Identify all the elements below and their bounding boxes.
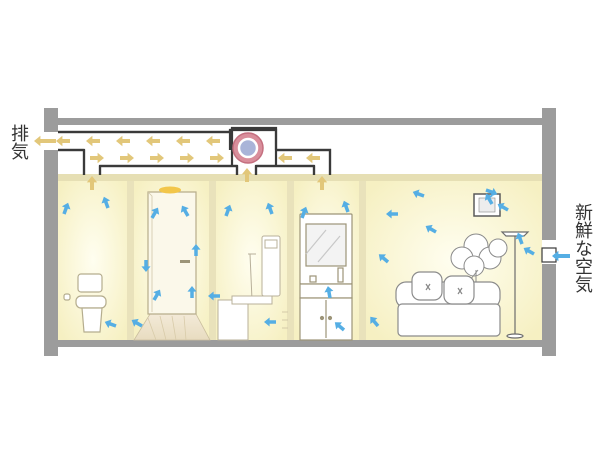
supply-arrow bbox=[265, 202, 275, 215]
water-heater-icon bbox=[217, 235, 288, 341]
supply-arrow bbox=[341, 200, 351, 213]
supply-arrow bbox=[131, 318, 143, 328]
supply-arrow bbox=[223, 204, 233, 217]
supply-arrow bbox=[191, 244, 201, 256]
plant-icon bbox=[450, 233, 508, 292]
ceiling-beam bbox=[58, 174, 542, 181]
exhaust-arrow bbox=[86, 176, 98, 190]
supply-arrow bbox=[324, 286, 334, 299]
exhaust-arrow bbox=[210, 152, 224, 164]
supply-arrow bbox=[523, 246, 535, 256]
supply-arrow bbox=[264, 317, 276, 327]
exhaust-arrow bbox=[176, 135, 190, 147]
exhaust-arrow bbox=[120, 152, 134, 164]
floor-lamp-icon bbox=[500, 231, 530, 339]
supply-arrow bbox=[484, 193, 494, 205]
supply-arrow bbox=[370, 316, 380, 328]
exhaust-arrow bbox=[146, 135, 160, 147]
exhaust-arrow bbox=[86, 135, 100, 147]
duct-system bbox=[58, 128, 332, 175]
exhaust-label: 排気 bbox=[8, 124, 29, 160]
exhaust-arrow bbox=[306, 152, 320, 164]
fresh-air-label: 新鮮な空気 bbox=[572, 203, 593, 293]
sofa-icon bbox=[395, 271, 501, 337]
exhaust-arrow bbox=[241, 168, 253, 182]
supply-arrow bbox=[334, 322, 346, 332]
supply-arrow bbox=[61, 202, 71, 215]
supply-arrow bbox=[378, 254, 390, 264]
supply-arrow bbox=[150, 207, 160, 219]
supply-arrow bbox=[485, 187, 498, 197]
supply-arrow bbox=[101, 196, 111, 209]
floor-slab bbox=[44, 340, 554, 347]
vanity-icon bbox=[299, 213, 353, 341]
exhaust-arrows bbox=[34, 135, 328, 190]
duct-detail bbox=[58, 126, 332, 175]
door-icon bbox=[133, 186, 211, 341]
exhaust-arrow bbox=[206, 135, 220, 147]
supply-arrow bbox=[104, 319, 117, 329]
supply-arrows bbox=[61, 187, 535, 332]
partition-1 bbox=[127, 181, 134, 340]
exhaust-arrow bbox=[180, 152, 194, 164]
toilet-icon bbox=[63, 273, 107, 333]
left-wall-upper bbox=[44, 108, 58, 132]
supply-arrow bbox=[152, 289, 162, 301]
roof-slab bbox=[44, 118, 554, 125]
supply-arrow bbox=[208, 291, 220, 301]
left-wall-lower bbox=[44, 150, 58, 356]
supply-arrow bbox=[299, 206, 309, 219]
exhaust-arrow bbox=[90, 152, 104, 164]
ventilation-fan-icon bbox=[232, 132, 264, 164]
exhaust-duct-outline bbox=[58, 128, 332, 175]
fresh-air-inlet-arrow bbox=[552, 250, 570, 262]
partition-2 bbox=[209, 181, 216, 340]
supply-arrow bbox=[412, 189, 425, 199]
exhaust-arrow bbox=[316, 176, 328, 190]
picture-frame-icon bbox=[473, 193, 501, 217]
right-wall-lower bbox=[542, 264, 556, 356]
supply-arrow bbox=[141, 260, 151, 272]
partition-3 bbox=[287, 181, 294, 340]
supply-arrow bbox=[515, 232, 525, 245]
exhaust-arrow bbox=[116, 135, 130, 147]
exhaust-outlet-arrow bbox=[34, 135, 56, 147]
partition-4 bbox=[359, 181, 366, 340]
building-walls bbox=[44, 108, 556, 356]
supply-arrow bbox=[386, 209, 398, 219]
exhaust-arrow bbox=[56, 135, 70, 147]
supply-arrow bbox=[497, 202, 509, 212]
outside-arrows bbox=[552, 250, 570, 262]
supply-arrow bbox=[187, 286, 197, 298]
partitions bbox=[127, 181, 366, 340]
exhaust-arrow bbox=[278, 152, 292, 164]
supply-arrow bbox=[425, 224, 437, 234]
right-wall-upper bbox=[542, 108, 556, 240]
supply-arrow bbox=[180, 205, 190, 217]
exhaust-arrow bbox=[150, 152, 164, 164]
